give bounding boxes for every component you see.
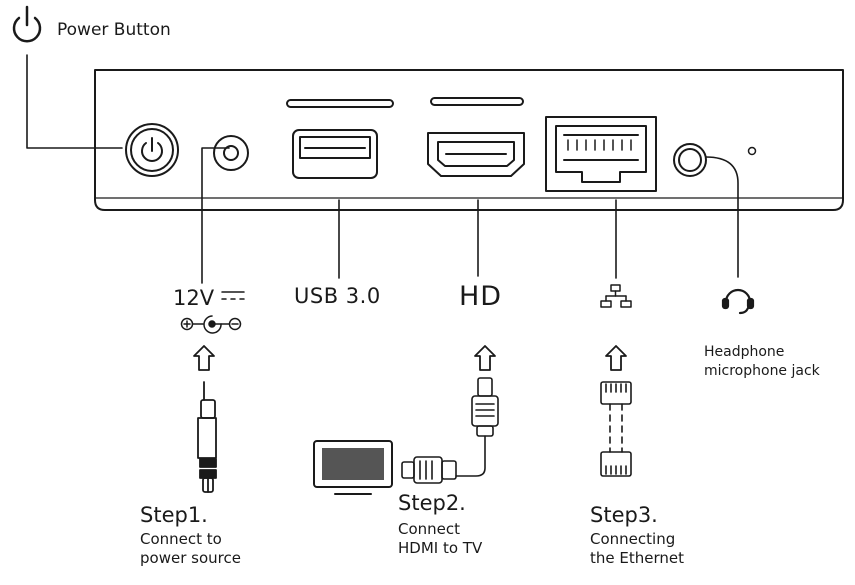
step3-line1: Connecting [590,530,676,548]
power-icon [12,5,42,43]
step1-title: Step1. [140,503,208,527]
ethernet-cable-plug [600,381,632,477]
device-body [94,69,844,211]
arrow-up-dc [193,345,215,371]
power-button[interactable] [125,123,179,177]
dc-polarity-icon [180,315,242,334]
dc-voltage-label: 12V [173,286,215,310]
step2-line2: HDMI to TV [398,539,483,557]
power-leader-line [26,54,123,149]
ethernet-port [545,116,657,192]
step2-title: Step2. [398,491,466,515]
step2-line1: Connect [398,520,461,538]
step1-line2: power source [140,549,241,567]
arrow-up-ethernet [605,345,627,371]
hd-label: HD [459,281,503,312]
step3-line2: the Ethernet [590,549,684,567]
headphone-leader-line [705,156,739,278]
power-button-label: Power Button [57,20,171,40]
hdmi-cable-plug [401,377,499,484]
arrow-up-hdmi [474,345,496,371]
step3-title: Step3. [590,503,658,527]
dc-symbol [221,291,245,300]
dc-jack [213,135,249,171]
dc-leader-line [201,147,230,284]
hdmi-port [427,97,525,177]
usb-label: USB 3.0 [294,284,381,308]
headphone-jack [673,143,757,177]
step1-line1: Connect to [140,530,222,548]
headphone-label-line2: microphone jack [704,363,820,379]
tv-icon [313,440,393,495]
dc-power-plug [197,381,217,493]
headphone-label-line1: Headphone [704,344,785,360]
headset-icon [721,288,755,315]
usb-port [286,99,394,179]
network-icon [600,284,632,308]
